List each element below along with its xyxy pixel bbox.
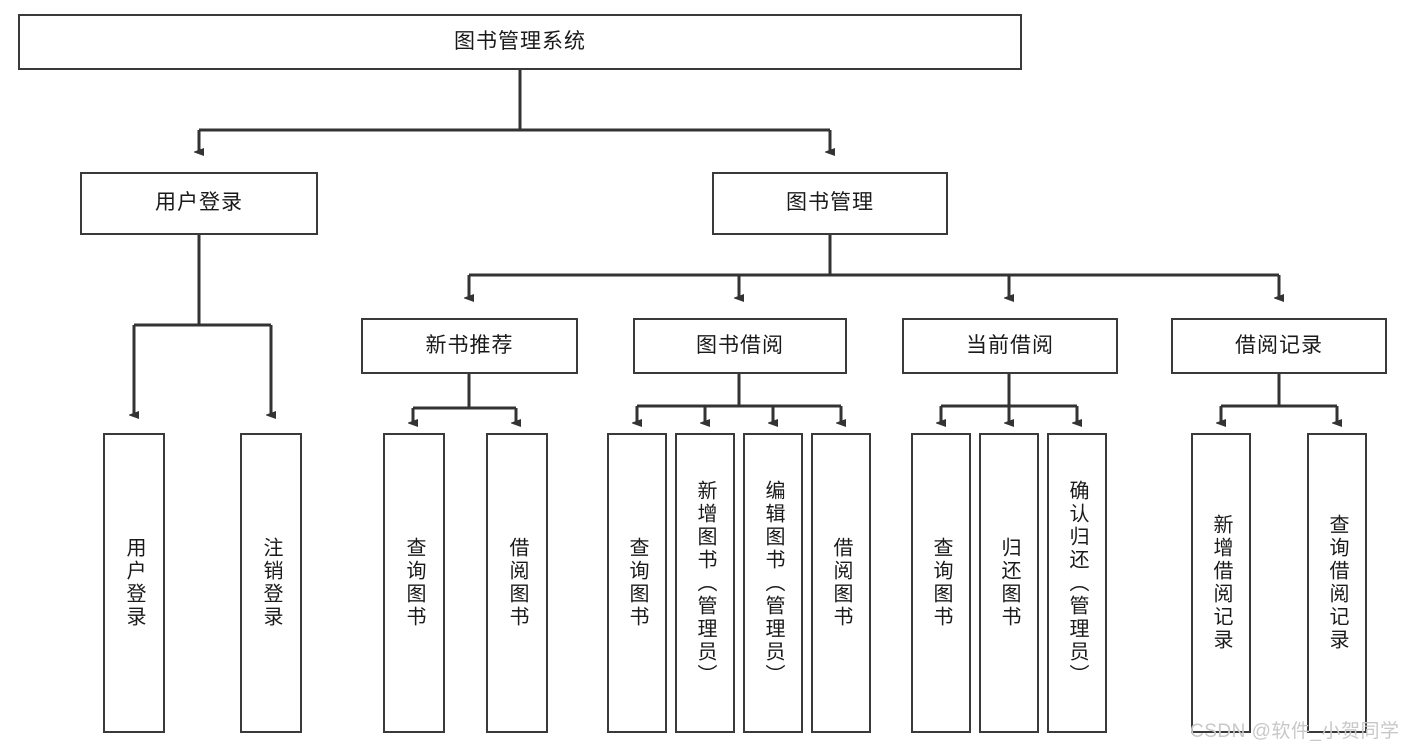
leaf-current-return-book-label: 归还图书 [998, 537, 1020, 629]
node-book-management-label: 图书管理 [786, 191, 874, 215]
node-book-management[interactable]: 图书管理 [712, 172, 948, 235]
leaf-newbook-borrow-book[interactable]: 借阅图书 [486, 433, 548, 733]
node-current-borrow-label: 当前借阅 [966, 333, 1054, 357]
leaf-borrow-borrow-book[interactable]: 借阅图书 [811, 433, 871, 733]
leaf-borrow-edit-book-admin-label: 编辑图书（管理员） [762, 479, 784, 687]
node-book-borrow-label: 图书借阅 [696, 333, 784, 357]
node-root-label: 图书管理系统 [454, 29, 586, 53]
leaf-borrow-add-book-admin[interactable]: 新增图书（管理员） [675, 433, 735, 733]
leaf-borrow-borrow-book-label: 借阅图书 [830, 537, 852, 629]
leaf-current-confirm-return-admin-label: 确认归还（管理员） [1066, 479, 1088, 687]
leaf-borrow-edit-book-admin[interactable]: 编辑图书（管理员） [743, 433, 803, 733]
leaf-records-query-record[interactable]: 查询借阅记录 [1307, 433, 1367, 733]
leaf-borrow-query-book[interactable]: 查询图书 [607, 433, 667, 733]
node-new-book-recommend[interactable]: 新书推荐 [361, 318, 578, 374]
node-user-login[interactable]: 用户登录 [80, 172, 318, 235]
leaf-records-add-record[interactable]: 新增借阅记录 [1191, 433, 1251, 733]
node-book-borrow[interactable]: 图书借阅 [633, 318, 847, 374]
leaf-current-query-book-label: 查询图书 [930, 537, 952, 629]
csdn-watermark: CSDN @软件_小贺同学 [1190, 721, 1400, 742]
leaf-newbook-borrow-book-label: 借阅图书 [506, 537, 528, 629]
leaf-newbook-query-book[interactable]: 查询图书 [383, 433, 445, 733]
leaf-borrow-add-book-admin-label: 新增图书（管理员） [694, 479, 716, 687]
leaf-current-confirm-return-admin[interactable]: 确认归还（管理员） [1047, 433, 1107, 733]
leaf-current-return-book[interactable]: 归还图书 [979, 433, 1039, 733]
leaf-newbook-query-book-label: 查询图书 [403, 537, 425, 629]
leaf-borrow-query-book-label: 查询图书 [626, 537, 648, 629]
node-current-borrow[interactable]: 当前借阅 [902, 318, 1118, 374]
leaf-user-login-login-label: 用户登录 [123, 537, 145, 629]
node-root[interactable]: 图书管理系统 [18, 14, 1022, 70]
leaf-current-query-book[interactable]: 查询图书 [911, 433, 971, 733]
node-borrow-records-label: 借阅记录 [1235, 333, 1323, 357]
leaf-user-login-login[interactable]: 用户登录 [103, 433, 165, 733]
leaf-records-query-record-label: 查询借阅记录 [1326, 514, 1348, 652]
node-new-book-recommend-label: 新书推荐 [425, 333, 514, 357]
leaf-user-login-logout[interactable]: 注销登录 [240, 433, 302, 733]
node-user-login-label: 用户登录 [155, 191, 243, 215]
leaf-records-add-record-label: 新增借阅记录 [1210, 514, 1232, 652]
leaf-user-login-logout-label: 注销登录 [260, 537, 282, 629]
node-borrow-records[interactable]: 借阅记录 [1171, 318, 1387, 374]
